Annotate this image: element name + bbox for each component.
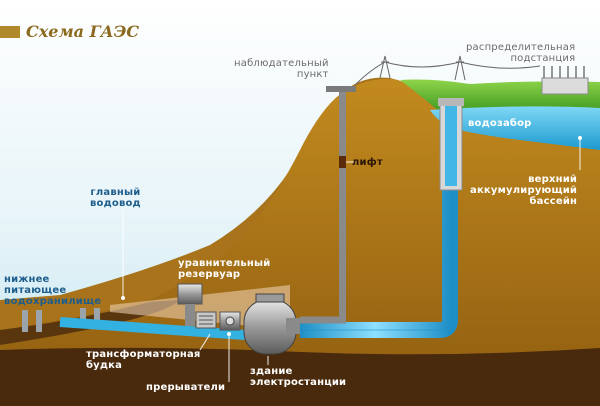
label-transformer-booth: трансформаторная будка bbox=[86, 349, 201, 371]
power-line bbox=[354, 61, 541, 86]
power-pylons bbox=[379, 55, 466, 81]
powerhouse-turbine bbox=[243, 293, 300, 355]
substation-building bbox=[541, 66, 589, 95]
label-lower-reservoir: нижнее питающее водохранилище bbox=[4, 274, 102, 307]
label-main-conduit: главный водовод bbox=[90, 187, 141, 209]
title-marker bbox=[0, 26, 20, 38]
label-surge-tank: уравнительный резервуар bbox=[178, 258, 271, 280]
surge-tank bbox=[177, 283, 203, 326]
lower-tunnel bbox=[59, 317, 246, 340]
lift-shaft bbox=[339, 90, 346, 320]
soil-bottom bbox=[0, 347, 600, 406]
label-upper-reservoir: верхний аккумулирующий бассейн bbox=[470, 174, 578, 207]
transformer-booth bbox=[195, 311, 217, 329]
diagram-title: Схема ГАЭС bbox=[26, 22, 140, 41]
label-powerhouse: здание электростанции bbox=[250, 366, 347, 388]
label-breakers: прерыватели bbox=[146, 382, 226, 393]
water-intake-tower bbox=[438, 98, 464, 191]
lift-cabin bbox=[339, 156, 346, 168]
label-observation-point: наблюдательный пункт bbox=[234, 58, 329, 80]
leader-lines bbox=[122, 138, 581, 382]
upper-reservoir-water bbox=[430, 106, 600, 150]
lower-reservoir-posts bbox=[22, 308, 100, 332]
label-water-intake: водозабор bbox=[468, 118, 532, 129]
observation-deck bbox=[326, 86, 356, 92]
breakers bbox=[219, 311, 241, 331]
leader-dots bbox=[121, 136, 582, 336]
label-substation: распределительная подстанция bbox=[466, 42, 576, 64]
label-lift: лифт bbox=[352, 157, 383, 168]
